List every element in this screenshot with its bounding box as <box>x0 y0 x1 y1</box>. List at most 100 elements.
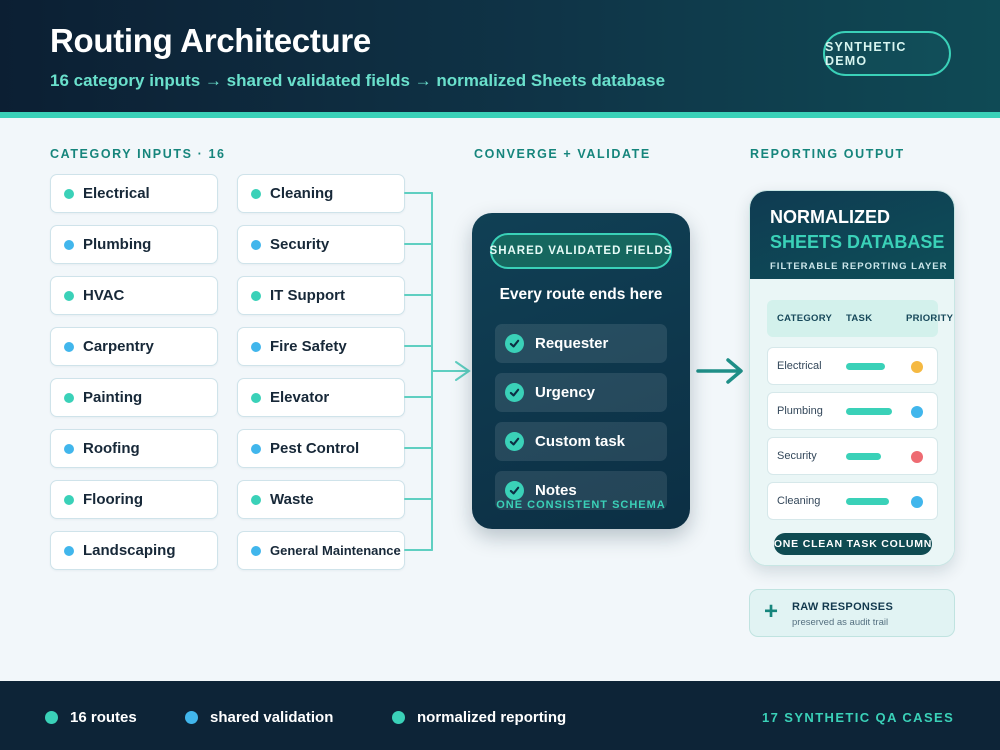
database-card-header <box>750 191 954 279</box>
legend-label: 16 routes <box>70 709 137 726</box>
category-label: Elevator <box>270 389 330 406</box>
category-card: Pest Control <box>237 429 405 468</box>
column-header-task: TASK <box>846 313 873 324</box>
category-card: Security <box>237 225 405 264</box>
table-row: Electrical <box>767 347 938 385</box>
section-label-inputs: CATEGORY INPUTS · 16 <box>50 147 226 161</box>
category-dot <box>251 545 261 556</box>
table-row: Security <box>767 437 938 475</box>
table-row: Plumbing <box>767 392 938 430</box>
task-bar <box>846 498 889 505</box>
category-card: Roofing <box>50 429 218 468</box>
category-card: Carpentry <box>50 327 218 366</box>
column-header-category: CATEGORY <box>777 313 833 324</box>
category-dot <box>64 392 74 403</box>
category-dot <box>64 290 74 301</box>
qa-cases-note: 17 SYNTHETIC QA CASES <box>762 710 955 725</box>
legend-dot <box>185 711 198 724</box>
category-dot <box>64 494 74 505</box>
shared-validated-fields-panel: SHARED VALIDATED FIELDS Every route ends… <box>472 213 690 529</box>
priority-dot <box>911 496 923 508</box>
category-card: Fire Safety <box>237 327 405 366</box>
category-label: Fire Safety <box>270 338 347 355</box>
category-dot <box>64 188 74 199</box>
category-label: HVAC <box>83 287 125 304</box>
row-category: Cleaning <box>777 495 821 507</box>
category-dot <box>64 341 74 352</box>
section-label-converge: CONVERGE + VALIDATE <box>474 147 651 161</box>
footer-bar: 16 routes shared validation normalized r… <box>0 681 1000 750</box>
category-label: Flooring <box>83 491 143 508</box>
category-label: Electrical <box>83 185 150 202</box>
check-icon <box>505 432 524 451</box>
category-card: Plumbing <box>50 225 218 264</box>
category-label: IT Support <box>270 287 345 304</box>
priority-dot <box>911 406 923 418</box>
field-label: Notes <box>535 482 577 499</box>
legend-label: shared validation <box>210 709 334 726</box>
page-subtitle: 16 category inputs → shared validated fi… <box>50 71 666 90</box>
field-label: Urgency <box>535 384 596 401</box>
category-card: Painting <box>50 378 218 417</box>
field-label: Requester <box>535 335 609 352</box>
category-dot <box>64 545 74 556</box>
raw-responses-subtitle: preserved as audit trail <box>792 617 889 628</box>
page-title: Routing Architecture <box>50 22 371 59</box>
category-card: Cleaning <box>237 174 405 213</box>
category-label: Carpentry <box>83 338 154 355</box>
category-label: Plumbing <box>83 236 152 253</box>
category-label: Pest Control <box>270 440 360 457</box>
legend-dot <box>45 711 58 724</box>
column-header-priority: PRIORITY <box>906 313 954 324</box>
category-dot <box>251 443 261 454</box>
category-label: Roofing <box>83 440 140 457</box>
category-label: Cleaning <box>270 185 334 202</box>
check-icon <box>505 481 524 500</box>
legend-item-validation: shared validation <box>185 709 333 726</box>
legend-label: normalized reporting <box>417 709 567 726</box>
category-card: Waste <box>237 480 405 519</box>
priority-dot <box>911 361 923 373</box>
table-row: Cleaning <box>767 482 938 520</box>
category-card: HVAC <box>50 276 218 315</box>
schema-note: ONE CONSISTENT SCHEMA <box>496 499 666 511</box>
category-card: Flooring <box>50 480 218 519</box>
section-label-output: REPORTING OUTPUT <box>750 147 905 161</box>
database-title-line1: NORMALIZED <box>770 207 890 227</box>
raw-responses-title: RAW RESPONSES <box>792 601 894 613</box>
row-category: Plumbing <box>777 405 823 417</box>
category-dot <box>251 239 261 250</box>
category-label: Security <box>270 236 330 253</box>
category-card: Electrical <box>50 174 218 213</box>
check-icon <box>505 383 524 402</box>
synthetic-demo-badge: SYNTHETIC DEMO <box>823 31 951 76</box>
legend-item-reporting: normalized reporting <box>392 709 566 726</box>
field-row-notes: Notes <box>495 471 667 510</box>
category-label: General Maintenance <box>270 543 401 558</box>
clean-task-column-pill: ONE CLEAN TASK COLUMN <box>774 533 932 555</box>
field-label: Custom task <box>535 433 626 450</box>
shared-fields-pill: SHARED VALIDATED FIELDS <box>490 233 672 269</box>
category-dot <box>64 239 74 250</box>
category-dot <box>251 392 261 403</box>
row-category: Security <box>777 450 817 462</box>
header-accent-stripe <box>0 112 1000 118</box>
category-label: Painting <box>83 389 143 406</box>
normalized-sheets-database-card: NORMALIZED SHEETS DATABASE FILTERABLE RE… <box>749 190 955 566</box>
category-card: Landscaping <box>50 531 218 570</box>
row-category: Electrical <box>777 360 822 372</box>
category-dot <box>251 494 261 505</box>
field-row-urgency: Urgency <box>495 373 667 412</box>
category-label: Landscaping <box>83 542 176 559</box>
task-bar <box>846 363 885 370</box>
every-route-heading: Every route ends here <box>499 286 663 303</box>
category-dot <box>251 188 261 199</box>
priority-dot <box>911 451 923 463</box>
legend-dot <box>392 711 405 724</box>
database-caption: FILTERABLE REPORTING LAYER <box>770 261 948 272</box>
category-dot <box>251 341 261 352</box>
task-bar <box>846 453 881 460</box>
table-header: CATEGORY TASK PRIORITY <box>767 300 953 337</box>
field-row-requester: Requester <box>495 324 667 363</box>
